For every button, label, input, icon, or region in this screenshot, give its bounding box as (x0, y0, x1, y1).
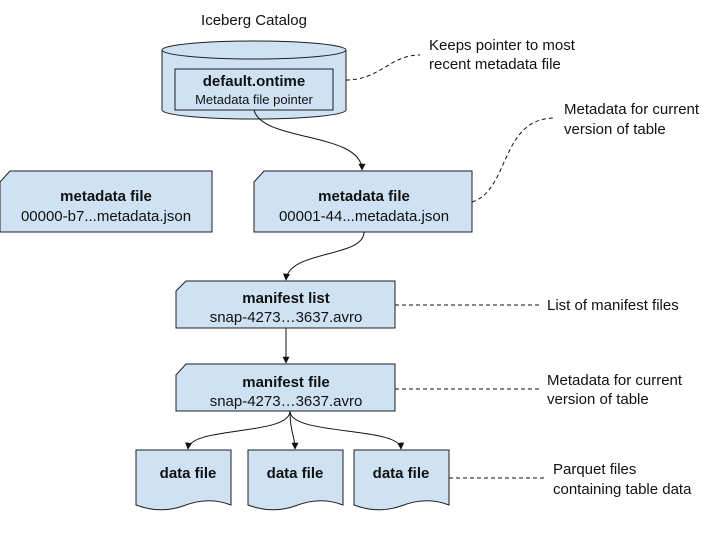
connector-metadata-to-manifest-list (282, 231, 365, 281)
catalog-pointer-label: Metadata file pointer (195, 92, 313, 107)
annotation-metadata-line1: Metadata for current (564, 101, 700, 118)
annotation-catalog-line1: Keeps pointer to most (429, 37, 576, 54)
data-file-2-title: data file (267, 465, 324, 482)
annotation-manifest-file-line2: version of table (547, 391, 649, 408)
manifest-file-filename: snap-4273…3637.avro (210, 393, 363, 410)
data-file-2: data file (247, 449, 344, 511)
manifest-list: manifest list snap-4273…3637.avro (175, 280, 396, 329)
annotation-data-files-line1: Parquet files (553, 461, 636, 478)
manifest-list-filename: snap-4273…3637.avro (210, 309, 363, 326)
manifest-list-title: manifest list (242, 290, 330, 307)
connector-manifest-to-data-3 (289, 410, 405, 450)
leader-catalog (345, 54, 421, 81)
annotation-data-files-line2: containing table data (553, 481, 692, 498)
manifest-file: manifest file snap-4273…3637.avro (175, 363, 396, 412)
data-file-3: data file (353, 449, 450, 511)
catalog-cylinder: default.ontime Metadata file pointer (161, 40, 347, 120)
metadata-file-old-title: metadata file (60, 188, 152, 205)
connector-manifest-to-data-1 (185, 410, 291, 450)
catalog-pointer-box (174, 68, 334, 111)
annotation-manifest-file-line1: Metadata for current (547, 372, 683, 389)
annotation-catalog-line2: recent metadata file (429, 56, 561, 73)
manifest-file-title: manifest file (242, 374, 330, 391)
data-file-1: data file (135, 449, 232, 511)
annotation-metadata-line2: version of table (564, 121, 666, 138)
data-file-1-title: data file (160, 465, 217, 482)
annotation-manifest-list: List of manifest files (547, 297, 679, 314)
catalog-table-name: default.ontime (203, 73, 306, 90)
leader-metadata (471, 117, 556, 203)
data-file-3-title: data file (373, 465, 430, 482)
metadata-file-old-filename: 00000-b7...metadata.json (21, 208, 191, 225)
metadata-file-current: metadata file 00001-44...metadata.json (253, 170, 473, 233)
metadata-file-old: metadata file 00000-b7...metadata.json (0, 170, 213, 233)
metadata-file-current-filename: 00001-44...metadata.json (279, 208, 449, 225)
catalog-header: Iceberg Catalog (201, 12, 307, 29)
connector-catalog-to-metadata (253, 109, 366, 171)
connector-manifest-to-data-2 (289, 410, 299, 450)
metadata-file-current-title: metadata file (318, 188, 410, 205)
